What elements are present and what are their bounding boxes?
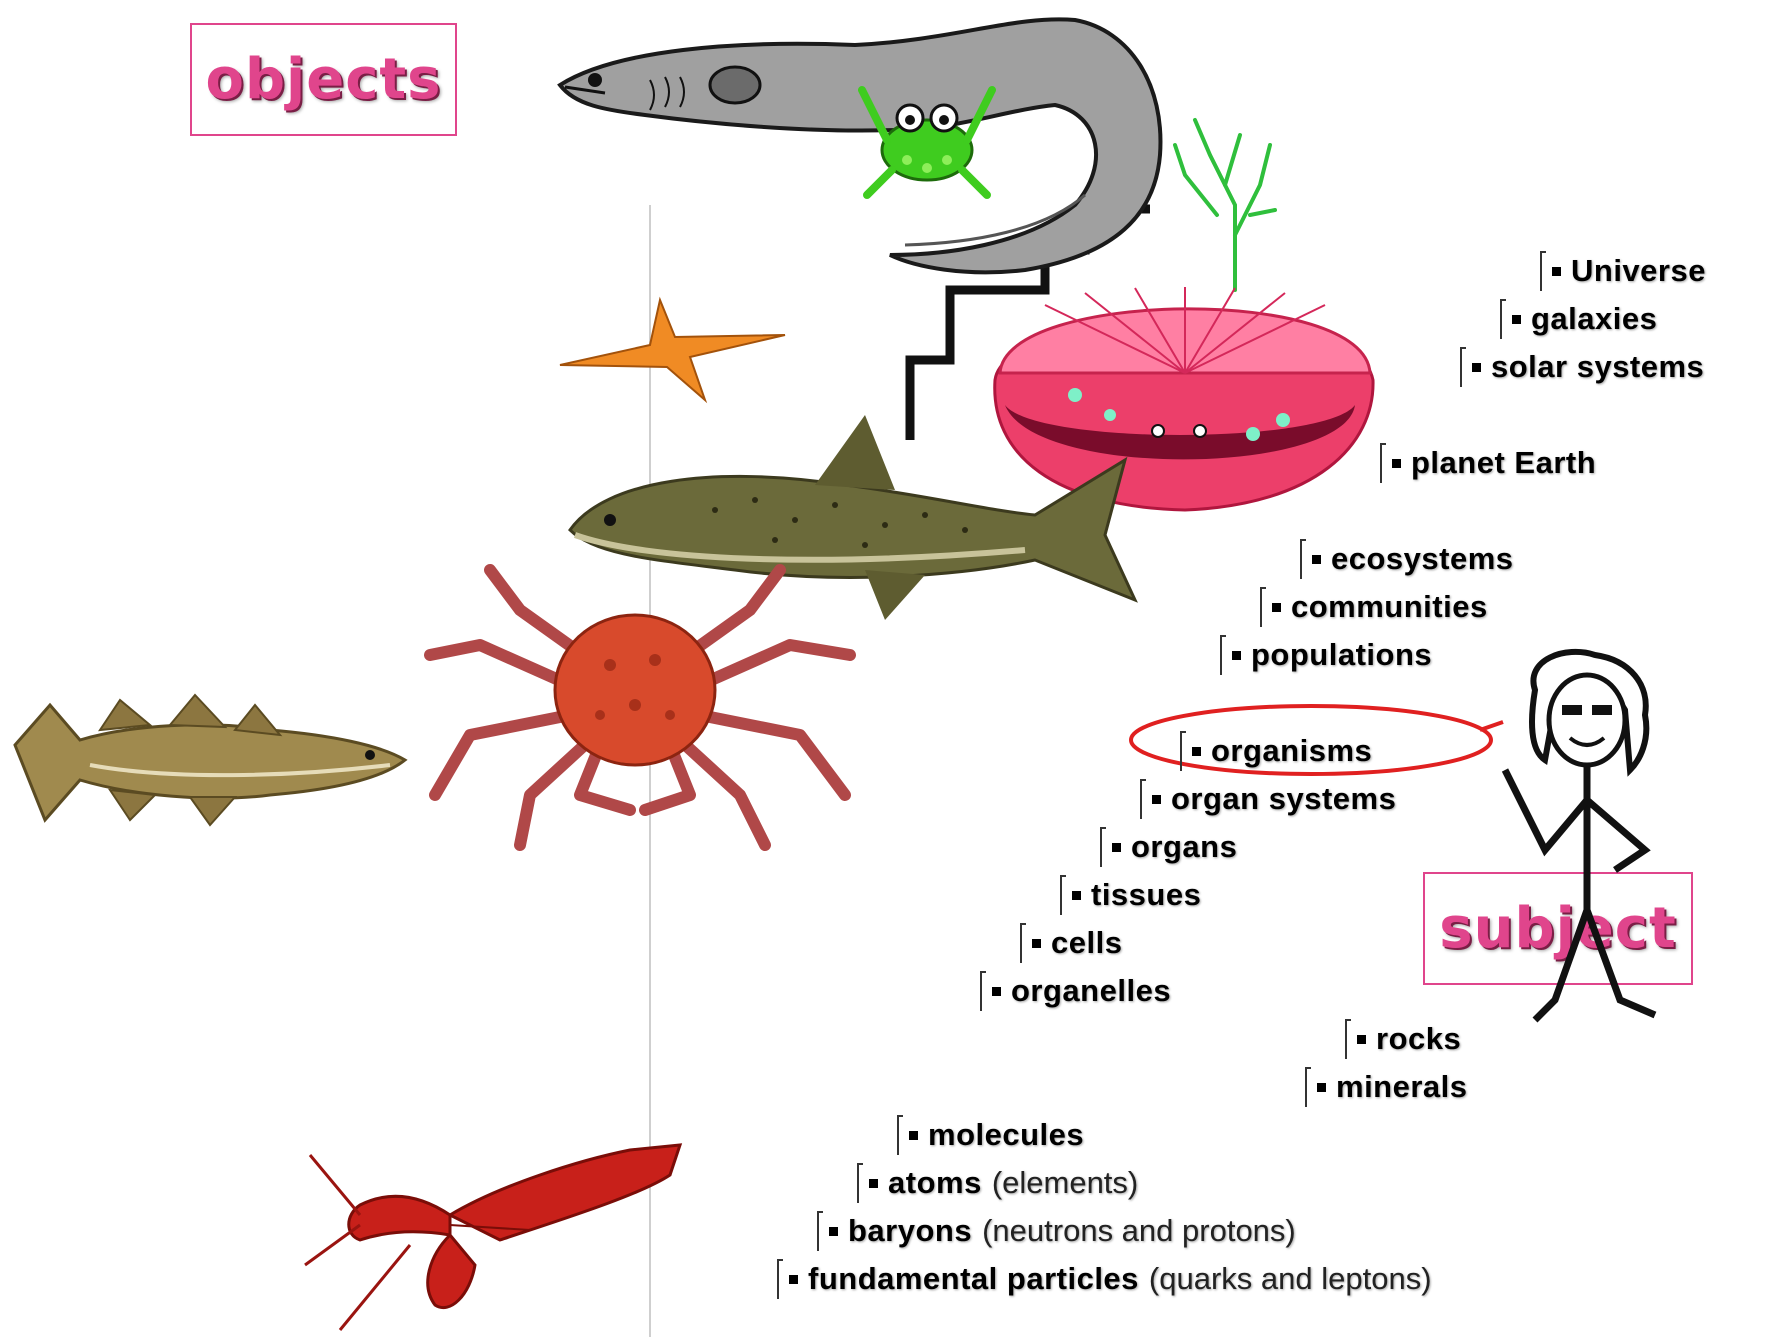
bullet-icon (1072, 891, 1081, 900)
bullet-icon (1472, 363, 1481, 372)
bullet-icon (992, 987, 1001, 996)
crab-illustration (420, 565, 860, 850)
objects-label-text: objects (205, 47, 441, 112)
level-populations: populations (1220, 635, 1432, 675)
frog-illustration (852, 80, 1002, 205)
bullet-icon (1232, 651, 1241, 660)
starfish-illustration (555, 295, 790, 405)
lobster-illustration (300, 1135, 690, 1335)
level-universe: Universe (1540, 251, 1706, 291)
level-cells: cells (1020, 923, 1122, 963)
seaweed-illustration (1165, 115, 1280, 295)
bullet-icon (1032, 939, 1041, 948)
bullet-icon (1392, 459, 1401, 468)
level-atoms: atoms(elements) (857, 1163, 1138, 1203)
stick-figure-girl-illustration (1495, 650, 1675, 1025)
bullet-icon (1357, 1035, 1366, 1044)
bullet-icon (1272, 603, 1281, 612)
level-minerals: minerals (1305, 1067, 1468, 1107)
bullet-icon (1552, 267, 1561, 276)
level-organ-systems: organ systems (1140, 779, 1396, 819)
bullet-icon (909, 1131, 918, 1140)
level-rocks: rocks (1345, 1019, 1461, 1059)
objects-label: objects (190, 23, 457, 136)
bullet-icon (1512, 315, 1521, 324)
bullet-icon (1152, 795, 1161, 804)
level-fundamental-particles: fundamental particles(quarks and leptons… (777, 1259, 1432, 1299)
level-baryons: baryons(neutrons and protons) (817, 1211, 1296, 1251)
bullet-icon (1312, 555, 1321, 564)
level-organelles: organelles (980, 971, 1171, 1011)
bullet-icon (789, 1275, 798, 1284)
level-tissues: tissues (1060, 875, 1201, 915)
level-molecules: molecules (897, 1115, 1084, 1155)
level-communities: communities (1260, 587, 1488, 627)
bullet-icon (1192, 747, 1201, 756)
bullet-icon (829, 1227, 838, 1236)
level-galaxies: galaxies (1500, 299, 1657, 339)
level-planet-earth: planet Earth (1380, 443, 1596, 483)
level-organisms: organisms (1180, 731, 1372, 771)
bullet-icon (1317, 1083, 1326, 1092)
level-organs: organs (1100, 827, 1237, 867)
cod-illustration (10, 685, 410, 845)
level-solar-systems: solar systems (1460, 347, 1704, 387)
bullet-icon (869, 1179, 878, 1188)
bullet-icon (1112, 843, 1121, 852)
level-ecosystems: ecosystems (1300, 539, 1514, 579)
